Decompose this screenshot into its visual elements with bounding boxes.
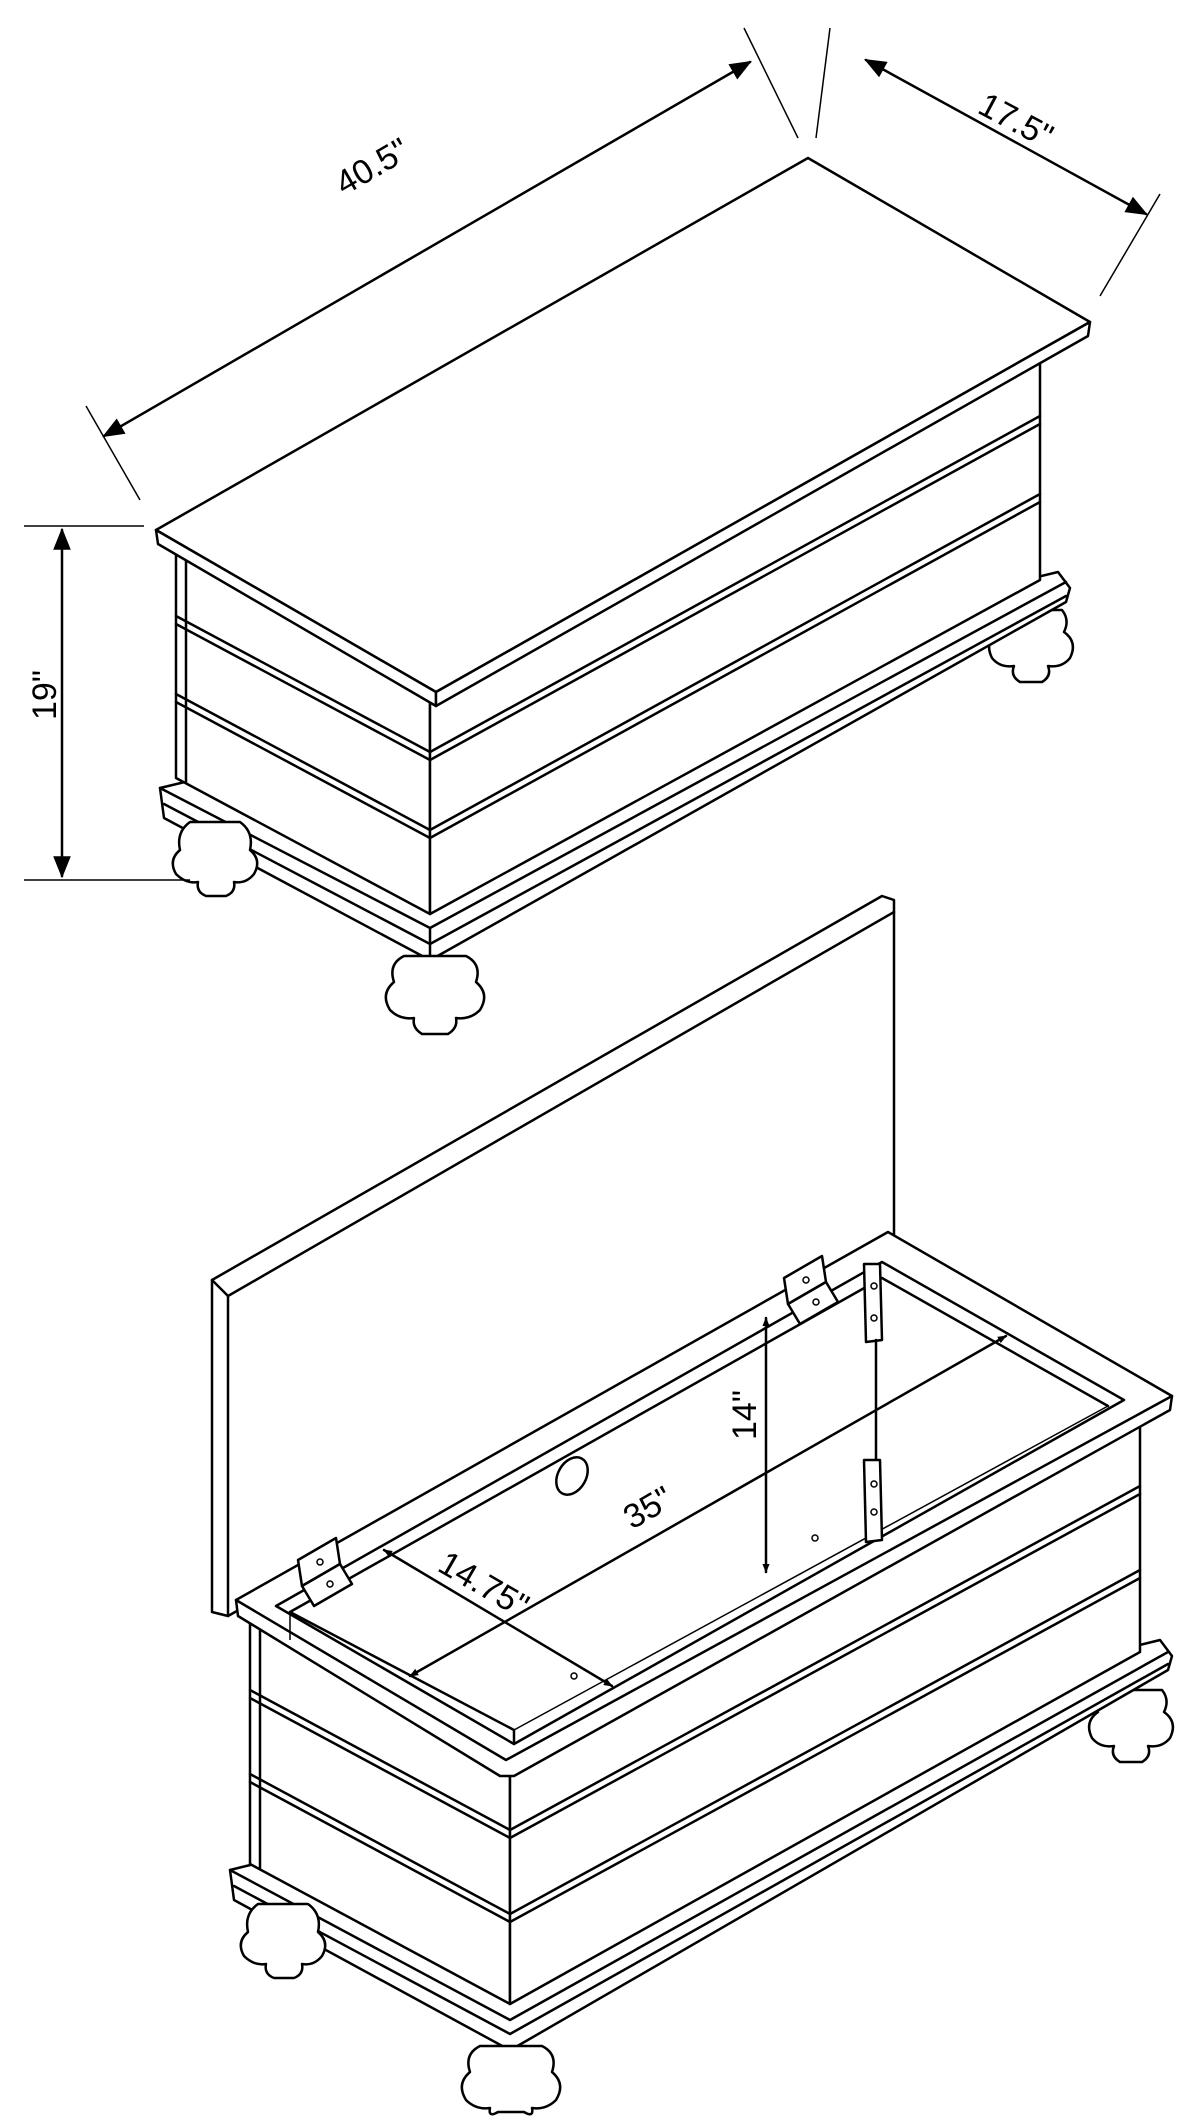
open-foot-back-right	[1087, 1688, 1175, 1764]
foot-front-center	[384, 954, 486, 1036]
label-interior-height: 14"	[726, 1390, 764, 1440]
open-foot-front-center	[460, 2044, 562, 2116]
hinge-left	[296, 1536, 354, 1608]
open-foot-front-left	[239, 1902, 327, 1980]
closed-body	[174, 350, 1042, 916]
hinge-right	[782, 1254, 840, 1326]
closed-chest	[154, 156, 1092, 1036]
open-chest	[210, 894, 1175, 2116]
dimension-height: 19"	[24, 525, 190, 881]
foot-front-left	[171, 820, 259, 898]
label-depth: 17.5"	[972, 86, 1059, 156]
label-height: 19"	[26, 670, 64, 720]
label-length: 40.5"	[329, 131, 416, 203]
